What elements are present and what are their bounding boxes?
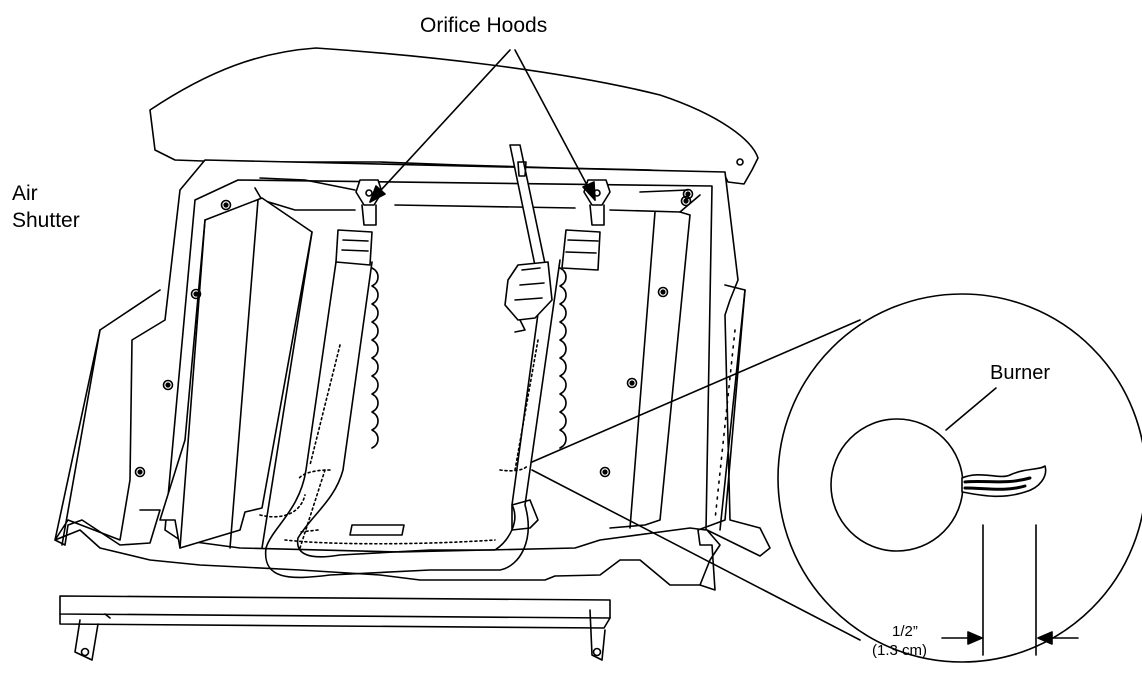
outer-panel	[54, 159, 771, 586]
pointer-orifice-right	[514, 49, 596, 201]
air-shutter-label: Air Shutter	[12, 180, 80, 234]
air-shutter-label-line2: Shutter	[12, 209, 80, 232]
burner-tube	[259, 229, 601, 579]
burner-pointer	[945, 387, 997, 431]
valve-assembly	[504, 144, 553, 333]
bottom-rail	[59, 595, 611, 619]
dimension-inches: 1/2”	[892, 623, 918, 640]
screws	[134, 158, 744, 478]
orifice-hoods-label: Orifice Hoods	[420, 14, 548, 37]
pointer-orifice-left	[369, 49, 511, 203]
burner-cross-section	[830, 418, 964, 552]
left-flange	[54, 289, 161, 546]
dimension-cm: (1.3 cm)	[872, 642, 928, 659]
dimension-label: 1/2” (1.3 cm)	[872, 622, 927, 660]
top-cover	[149, 47, 759, 185]
magnifier-leader-top	[531, 319, 861, 463]
air-shutter-label-line1: Air	[12, 182, 38, 205]
magnifier-leader-bottom	[531, 469, 861, 641]
burner-label: Burner	[990, 362, 1051, 384]
